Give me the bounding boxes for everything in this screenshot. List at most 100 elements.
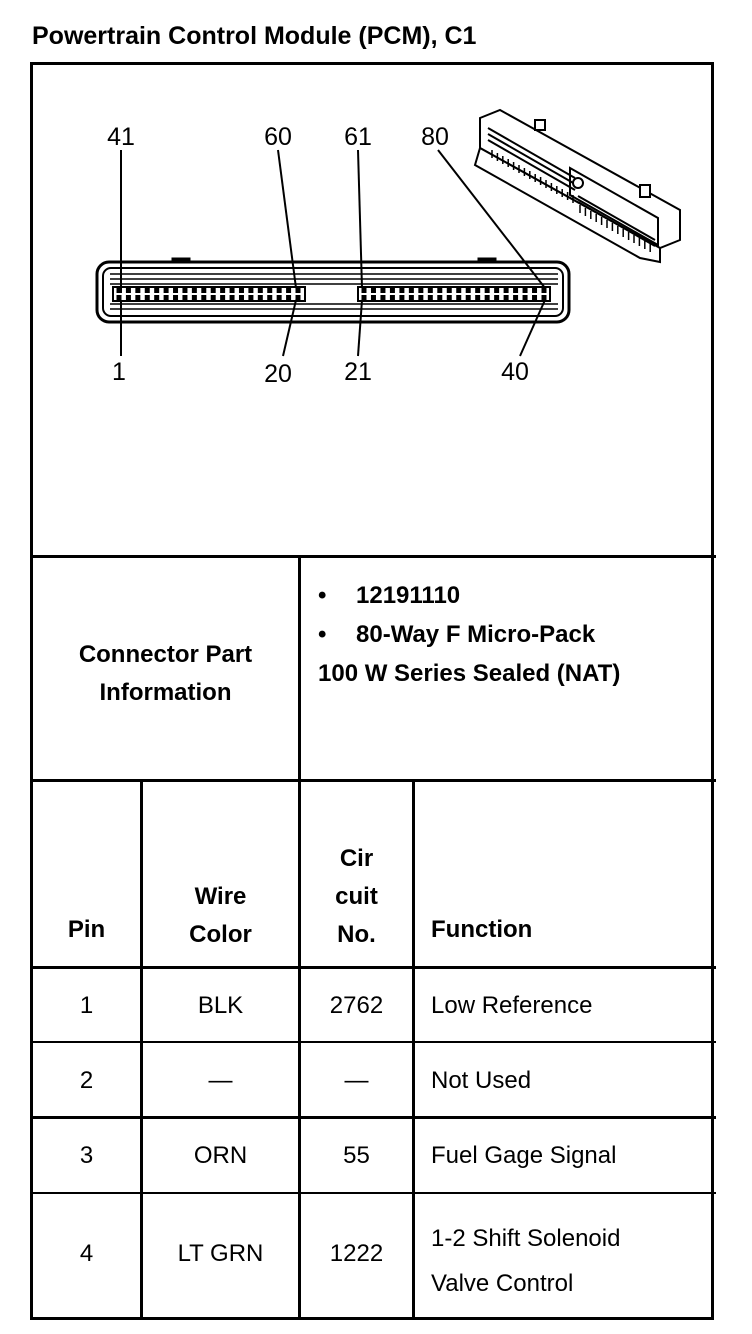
pin-cavity	[494, 288, 500, 293]
pin-cavity	[541, 295, 547, 300]
pin-cavity	[399, 295, 405, 300]
pin-cavity	[210, 295, 216, 300]
pin-cavity	[116, 288, 122, 293]
pin-cavity	[465, 295, 471, 300]
pin-cavities	[116, 288, 547, 300]
pin-cavity	[522, 288, 528, 293]
connector-diagram: 41 60 61 80 1 20 21 40	[95, 108, 681, 388]
connector-series: 100 W Series Sealed (NAT)	[318, 660, 621, 687]
header-wire-color: Wire Color	[143, 878, 298, 954]
pin-cavity	[427, 295, 433, 300]
pin-cavity	[513, 288, 519, 293]
pin-cavity	[154, 295, 160, 300]
pin-label-61: 61	[344, 123, 372, 151]
row-4-pin: 4	[79, 1240, 94, 1267]
pin-cavity	[437, 288, 443, 293]
pin-cavity	[286, 288, 292, 293]
pin-cavity	[201, 295, 207, 300]
pin-cavity	[229, 288, 235, 293]
pin-label-41: 41	[107, 123, 135, 151]
divider	[140, 781, 143, 1320]
connector-info-label-line1: Connector Part	[78, 641, 253, 668]
pin-cavity	[513, 295, 519, 300]
connector-info-label-line2: Information	[99, 679, 232, 706]
connector-isometric-drawing	[473, 108, 681, 264]
pin-cavity	[370, 288, 376, 293]
row-2-pin: 2	[79, 1067, 94, 1094]
pin-leader-lines	[120, 149, 546, 357]
pin-cavity	[125, 295, 131, 300]
divider	[30, 779, 716, 782]
pin-cavity	[257, 288, 263, 293]
pin-cavity	[427, 288, 433, 293]
pin-cavity	[173, 288, 179, 293]
pin-label-20: 20	[264, 360, 292, 388]
pin-cavity	[389, 288, 395, 293]
pin-cavity	[144, 295, 150, 300]
header-circuit-no: Cir cuit No.	[301, 840, 412, 954]
pin-cavity	[201, 288, 207, 293]
row-4-function-line2: Valve Control	[431, 1270, 574, 1297]
pin-cavity	[173, 295, 179, 300]
pin-label-21: 21	[344, 358, 372, 386]
row-4-wire: LT GRN	[177, 1240, 264, 1267]
row-3-wire: ORN	[193, 1142, 248, 1169]
pin-cavity	[408, 288, 414, 293]
row-3-circuit: 55	[343, 1142, 370, 1169]
pin-label-1: 1	[112, 358, 126, 386]
header-circuit-line3: No.	[337, 921, 376, 948]
pin-cavity	[182, 288, 188, 293]
pin-cavity	[191, 288, 197, 293]
pin-cavity	[220, 295, 226, 300]
pin-cavity	[475, 288, 481, 293]
pin-label-80: 80	[421, 123, 449, 151]
page-title: Powertrain Control Module (PCM), C1	[32, 22, 477, 50]
pin-cavity	[135, 295, 141, 300]
header-wire-line1: Wire	[194, 883, 247, 910]
row-2-circuit: —	[344, 1067, 369, 1094]
row-2-function: Not Used	[431, 1067, 532, 1094]
pin-cavity	[267, 295, 273, 300]
connector-face-drawing	[95, 257, 571, 324]
pin-cavity	[408, 295, 414, 300]
connector-sheet	[30, 62, 714, 1320]
pin-cavity	[238, 288, 244, 293]
pin-cavity	[248, 288, 254, 293]
connector-info-values: •12191110 •80-Way F Micro-Pack 100 W Ser…	[318, 576, 620, 693]
header-function: Function	[431, 916, 533, 943]
pin-cavity	[503, 295, 509, 300]
divider	[298, 781, 301, 1320]
divider	[30, 966, 716, 969]
pin-cavity	[257, 295, 263, 300]
pin-cavity	[144, 288, 150, 293]
connector-type: 80-Way F Micro-Pack	[356, 621, 596, 648]
pin-cavity	[380, 295, 386, 300]
divider	[30, 1041, 716, 1043]
pin-cavity	[456, 288, 462, 293]
pin-cavity	[116, 295, 122, 300]
pin-cavity	[541, 288, 547, 293]
pin-cavity	[276, 295, 282, 300]
row-3-pin: 3	[79, 1142, 94, 1169]
pin-cavity	[210, 288, 216, 293]
pin-cavity	[370, 295, 376, 300]
row-1-function: Low Reference	[431, 992, 593, 1019]
pin-cavity	[503, 288, 509, 293]
pin-cavity	[361, 288, 367, 293]
row-2-wire: —	[208, 1067, 233, 1094]
row-1-pin: 1	[79, 992, 94, 1019]
pin-cavity	[532, 295, 538, 300]
pin-cavity	[418, 295, 424, 300]
pin-cavity	[532, 288, 538, 293]
pin-cavity	[295, 295, 301, 300]
connector-isometric-teeth	[491, 150, 651, 252]
pin-cavity	[286, 295, 292, 300]
pin-label-60: 60	[264, 123, 292, 151]
bullet: •	[318, 621, 327, 648]
pin-cavity	[456, 295, 462, 300]
pin-cavity	[522, 295, 528, 300]
pin-cavity	[389, 295, 395, 300]
pin-cavity	[446, 288, 452, 293]
divider	[30, 555, 716, 558]
row-4-function: 1-2 Shift Solenoid Valve Control	[431, 1216, 620, 1306]
